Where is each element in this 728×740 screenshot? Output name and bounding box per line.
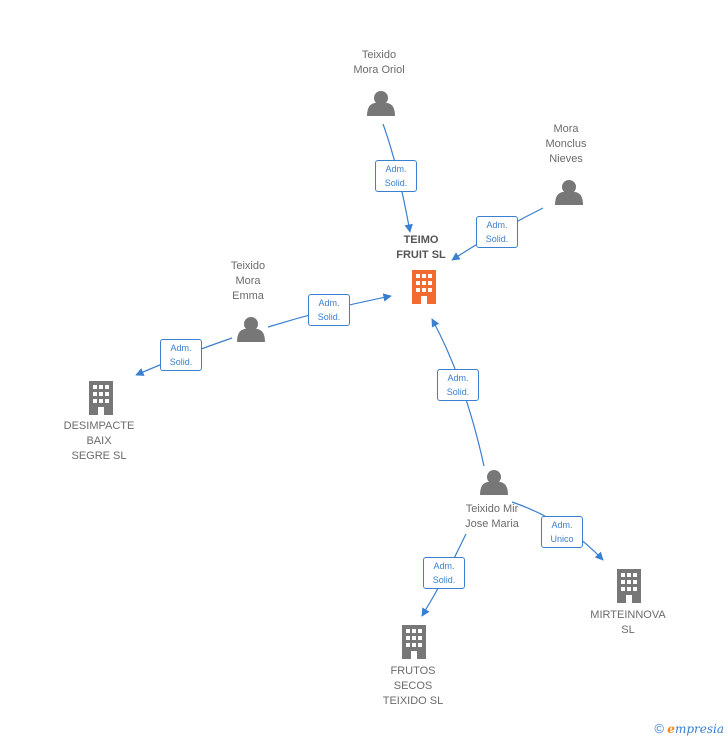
edge-label-josemaria-teimo: Adm. Solid. <box>437 369 479 401</box>
edge-label-emma-desimpacte: Adm. Solid. <box>160 339 202 371</box>
teimo-building-icon[interactable] <box>412 270 436 304</box>
copyright-icon: © <box>654 721 664 736</box>
edge-label-josemaria-frutos: Adm. Solid. <box>423 557 465 589</box>
emma-label[interactable]: Teixido Mora Emma <box>230 260 266 302</box>
edge-label-oriol-teimo: Adm. Solid. <box>375 160 417 192</box>
nieves-label[interactable]: Mora Monclus Nieves <box>545 123 587 165</box>
logo-rest: mpresia <box>674 722 724 736</box>
teimo-label[interactable]: TEIMO FRUIT SL <box>396 234 446 261</box>
oriol-person-icon[interactable] <box>367 91 395 116</box>
emma-person-icon[interactable] <box>237 317 265 342</box>
edge-label-josemaria-mirteinnova: Adm. Unico <box>541 516 583 548</box>
desimpacte-building-icon[interactable] <box>89 381 113 415</box>
desimpacte-label[interactable]: DESIMPACTE BAIX SEGRE SL <box>63 420 135 462</box>
josemaria-label[interactable]: Teixido Mir Jose Maria <box>465 503 519 530</box>
mirteinnova-label[interactable]: MIRTEINNOVA SL <box>590 609 666 636</box>
frutos-building-icon[interactable] <box>402 625 426 659</box>
nieves-person-icon[interactable] <box>555 180 583 205</box>
frutos-label[interactable]: FRUTOS SECOS TEIXIDO SL <box>382 665 444 707</box>
mirteinnova-building-icon[interactable] <box>617 569 641 603</box>
edge-label-emma-teimo: Adm. Solid. <box>308 294 350 326</box>
josemaria-person-icon[interactable] <box>480 470 508 495</box>
oriol-label[interactable]: Teixido Mora Oriol <box>353 49 405 76</box>
edge-label-nieves-teimo: Adm. Solid. <box>476 216 518 248</box>
logo-initial: e <box>667 722 675 736</box>
empresia-logo[interactable]: empresia <box>667 722 724 736</box>
